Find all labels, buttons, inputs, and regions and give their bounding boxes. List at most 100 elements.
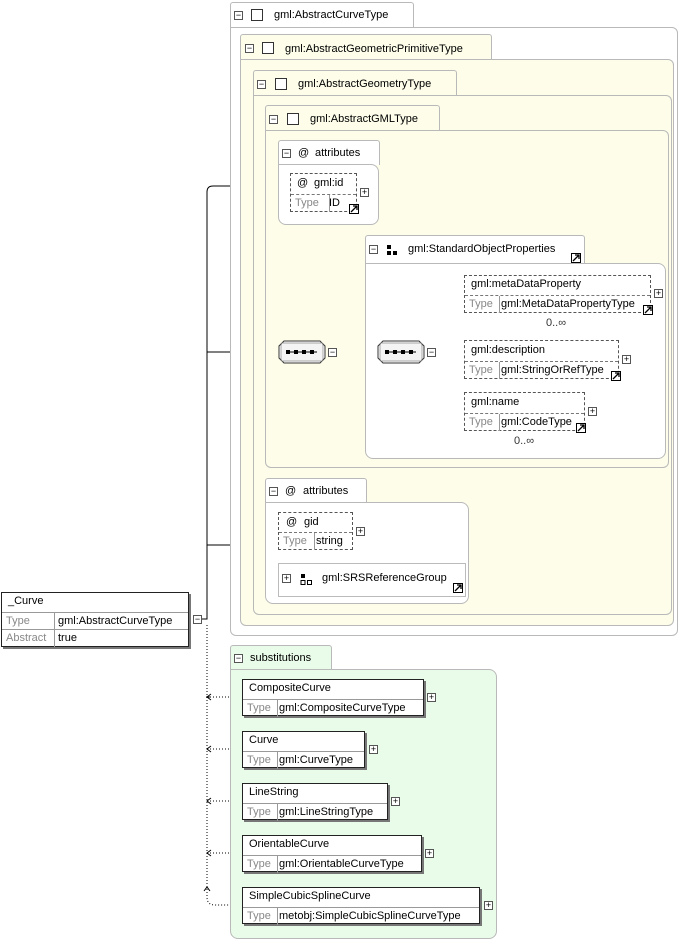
description-element[interactable]: gml:description Type gml:StringOrRefType [464,340,619,379]
link-arrow-icon[interactable] [576,423,586,433]
collapse-toggle-icon[interactable]: − [234,10,243,20]
expand-toggle-icon[interactable]: + [391,796,400,806]
element-name: SimpleCubicSplineCurve [249,890,371,902]
link-arrow-icon[interactable] [453,583,463,593]
element-name: gml:name [471,396,520,408]
at-symbol-icon: @ [286,516,298,528]
type-value: string [316,535,343,547]
occurrence-label: 0..∞ [514,435,535,447]
expand-toggle-icon[interactable]: + [282,573,291,583]
type-value: gml:CurveType [279,754,353,766]
collapse-toggle-icon[interactable]: − [427,347,436,357]
substitution-linestring[interactable]: LineString Type gml:LineStringType [242,783,388,821]
collapse-toggle-icon[interactable]: − [269,114,278,124]
expand-toggle-icon[interactable]: + [427,692,436,702]
root-element-curve[interactable]: _Curve Type gml:AbstractCurveType Abstra… [1,592,189,647]
sequence-compositor-icon[interactable] [278,340,326,364]
expand-toggle-icon[interactable]: + [588,406,597,416]
group-icon [300,574,312,585]
abstract-key: Abstract [2,630,55,647]
name-element[interactable]: gml:name Type gml:CodeType [464,392,585,431]
complex-type-icon [251,9,263,21]
attribute-name: gid [304,516,319,528]
expand-toggle-icon[interactable]: + [484,900,493,910]
srs-group-label: gml:SRSReferenceGroup [322,572,447,584]
link-arrow-icon[interactable] [349,204,359,214]
type-key: Type [465,296,500,313]
substitution-orientablecurve[interactable]: OrientableCurve Type gml:OrientableCurve… [242,835,422,873]
complex-type-icon [275,78,287,90]
type-value: gml:StringOrRefType [501,364,604,376]
element-name: _Curve [8,595,44,607]
type-value: gml:CompositeCurveType [279,702,406,714]
at-symbol-icon: @ [297,177,309,189]
complex-type-icon [287,113,299,125]
element-name: Curve [249,734,279,746]
link-arrow-icon[interactable] [611,371,621,381]
collapse-toggle-icon[interactable]: − [257,79,266,89]
type-key: Type [2,613,55,630]
collapse-toggle-icon[interactable]: − [369,244,378,254]
type-value: ID [329,197,340,209]
expand-toggle-icon[interactable]: + [654,288,663,298]
expand-toggle-icon[interactable]: + [360,187,369,197]
abstract-value: true [58,632,77,644]
expand-toggle-icon[interactable]: + [622,354,631,364]
collapse-toggle-icon[interactable]: − [193,614,202,624]
type-key: Type [243,700,278,717]
expand-toggle-icon[interactable]: + [356,526,365,536]
expand-toggle-icon[interactable]: + [369,744,378,754]
element-name: gml:metaDataProperty [471,278,582,290]
attributes-label: attributes [303,485,349,497]
curve-type-label: gml:AbstractCurveType [274,9,389,21]
gml-type-label: gml:AbstractGMLType [310,113,418,125]
type-value: gml:MetaDataPropertyType [501,298,635,310]
collapse-toggle-icon[interactable]: − [269,486,278,496]
element-name: LineString [249,786,299,798]
type-key: Type [243,908,278,925]
link-arrow-icon[interactable] [643,305,653,315]
attribute-name: gml:id [314,177,344,189]
primitive-type-label: gml:AbstractGeometricPrimitiveType [285,43,463,55]
type-key: Type [279,533,315,550]
id-attribute[interactable]: @ gml:id Type ID [290,173,357,212]
attributes-tab [278,140,380,165]
sequence-compositor-icon[interactable] [377,340,425,364]
collapse-toggle-icon[interactable]: − [328,347,337,357]
type-value: gml:LineStringType [279,806,374,818]
substitutions-label: substitutions [250,652,312,664]
collapse-toggle-icon[interactable]: − [282,148,291,158]
type-value: gml:AbstractCurveType [58,615,173,627]
geometry-type-tab [253,70,457,96]
collapse-toggle-icon[interactable]: − [245,43,254,53]
type-value: gml:OrientableCurveType [279,858,404,870]
complex-type-icon [262,42,274,54]
type-key: Type [243,856,278,873]
expand-toggle-icon[interactable]: + [425,848,434,858]
substitutions-tab [230,645,332,670]
attributes-label: attributes [315,147,361,159]
srs-reference-group[interactable]: + gml:SRSReferenceGroup [278,563,466,597]
type-key: Type [243,804,278,821]
at-symbol-icon: @ [298,147,310,159]
occurrence-label: 0..∞ [546,317,567,329]
group-icon [387,245,397,255]
element-name: gml:description [471,344,545,356]
sop-group-tab [365,235,585,264]
sop-group-label: gml:StandardObjectProperties [408,243,556,255]
element-name: CompositeCurve [249,682,331,694]
link-arrow-icon[interactable] [571,253,581,263]
type-value: metobj:SimpleCubicSplineCurveType [279,910,461,922]
at-symbol-icon: @ [285,485,297,497]
collapse-toggle-icon[interactable]: − [234,653,243,663]
type-value: gml:CodeType [501,416,572,428]
substitution-simplecubicsplinecurve[interactable]: SimpleCubicSplineCurve Type metobj:Simpl… [242,887,480,925]
substitution-curve[interactable]: Curve Type gml:CurveType [242,731,365,769]
element-name: OrientableCurve [249,838,330,850]
type-key: Type [243,752,278,769]
attributes-tab [265,478,367,503]
metadataproperty-element[interactable]: gml:metaDataProperty Type gml:MetaDataPr… [464,275,651,313]
geometry-type-label: gml:AbstractGeometryType [298,78,432,90]
gid-attribute[interactable]: @ gid Type string [278,512,353,550]
substitution-compositecurve[interactable]: CompositeCurve Type gml:CompositeCurveTy… [242,679,424,717]
